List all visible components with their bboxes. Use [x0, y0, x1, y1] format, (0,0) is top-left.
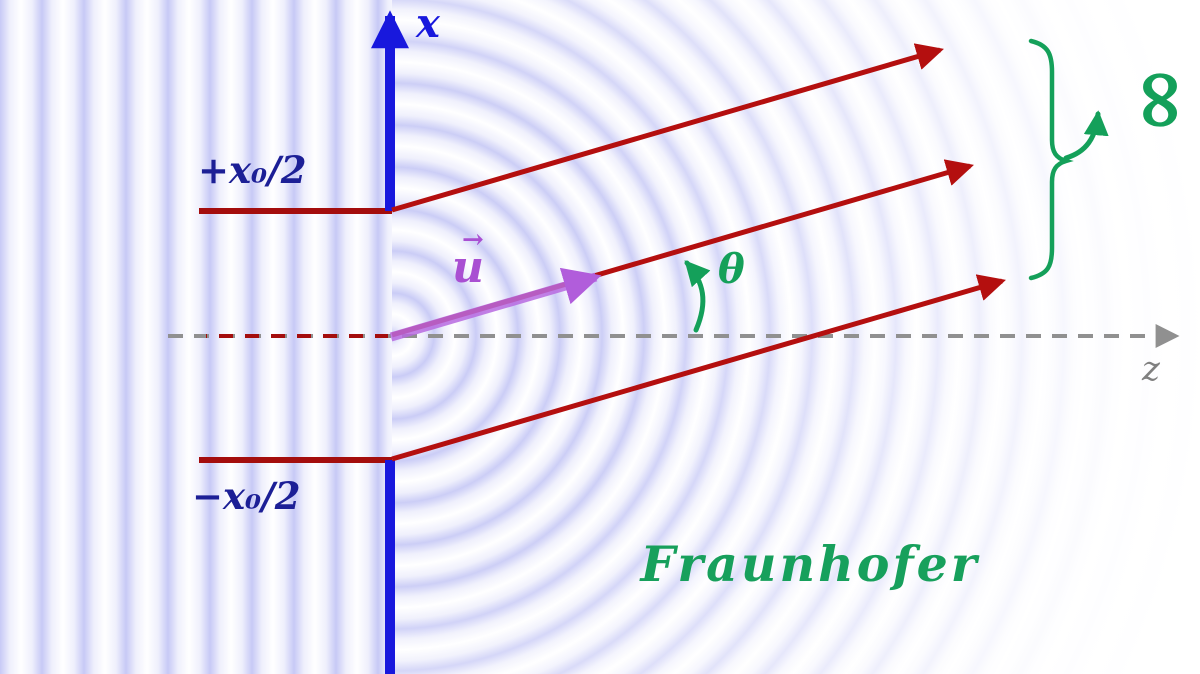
- slit-bottom-edge-label: −x₀/2: [192, 474, 301, 518]
- u-vector-label: → u: [452, 227, 484, 290]
- vector-hat-arrow-icon: →: [462, 225, 484, 255]
- ray-top-arrow: [391, 43, 944, 213]
- slit-top-edge-label: +x₀/2: [198, 148, 307, 192]
- x-axis-label: x: [416, 0, 440, 47]
- theta-angle-label: θ: [718, 246, 745, 293]
- to-infinity-arrow: [1063, 110, 1109, 161]
- infinity-symbol: ∞: [1115, 56, 1200, 144]
- rays-group-brace: [1028, 38, 1074, 281]
- fraunhofer-caption: Fraunhofer: [640, 535, 980, 593]
- ray-bottom-arrow: [391, 274, 1006, 462]
- u-vector-letter: u: [452, 242, 484, 293]
- u-vector-arrow: [389, 267, 602, 342]
- z-axis-label: z: [1142, 349, 1160, 389]
- theta-angle-arrow: [684, 260, 711, 333]
